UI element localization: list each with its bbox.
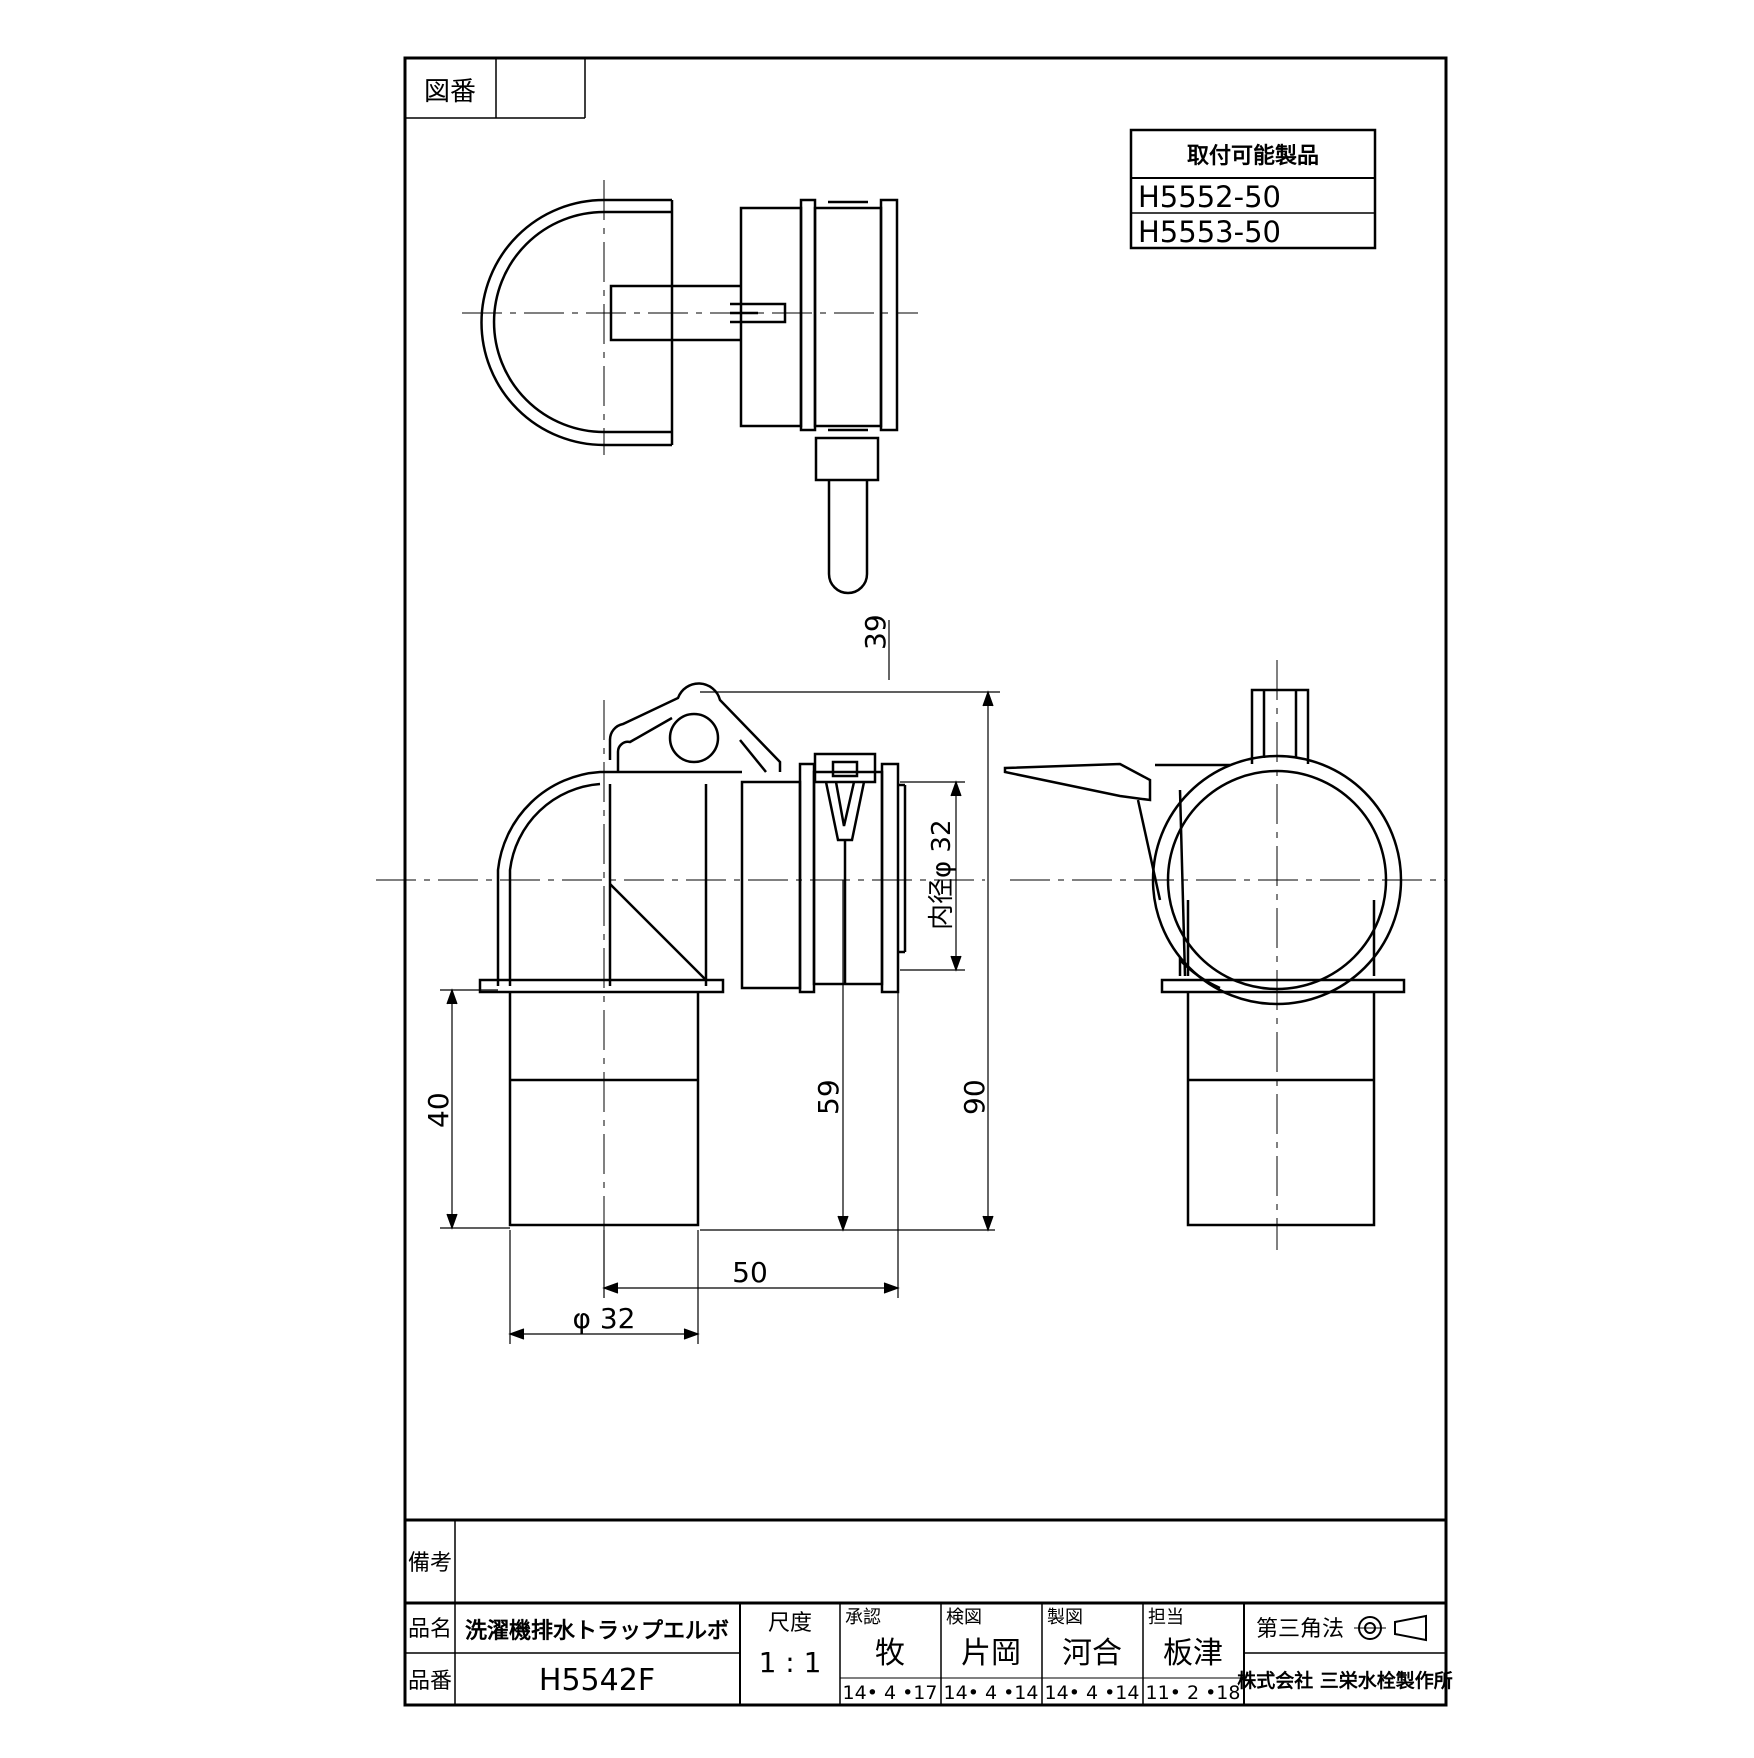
- projection-label: 第三角法: [1256, 1617, 1344, 1642]
- sheet-border: [403, 56, 1448, 1707]
- inspection-date: 14• 4 •14: [944, 1682, 1039, 1704]
- product-number-label: 品番: [408, 1669, 452, 1694]
- drawing-number-label: 図番: [424, 77, 476, 107]
- side-view: [1003, 660, 1445, 1250]
- approval-name: 牧: [875, 1636, 905, 1671]
- drawing-number-box: 図番: [405, 58, 586, 119]
- dimension-lines: [440, 620, 1000, 1344]
- compatible-products-table: 取付可能製品 H5552-50 H5553-50: [1129, 128, 1377, 250]
- top-view: [462, 180, 918, 595]
- dim-phi-32: φ 32: [573, 1302, 636, 1335]
- dim-39: 39: [859, 614, 892, 650]
- product-number: H5542F: [539, 1663, 655, 1698]
- responsible-label: 担当: [1148, 1607, 1184, 1628]
- dim-50: 50: [732, 1256, 768, 1289]
- drafting-name: 河合: [1062, 1636, 1122, 1671]
- inspection-name: 片岡: [961, 1636, 1021, 1671]
- title-block: [405, 1518, 1446, 1705]
- product-name-label: 品名: [408, 1617, 452, 1642]
- approval-date: 14• 4 •17: [843, 1682, 938, 1704]
- compatible-product-1: H5552-50: [1138, 180, 1281, 214]
- responsible-date: 11• 2 •18: [1146, 1682, 1241, 1704]
- compatible-products-header: 取付可能製品: [1187, 143, 1319, 169]
- scale-label: 尺度: [768, 1611, 812, 1636]
- product-name: 洗濯機排水トラップエルボ: [465, 1619, 729, 1644]
- approval-label: 承認: [845, 1607, 881, 1628]
- dim-40: 40: [422, 1092, 455, 1128]
- remarks-label: 備考: [408, 1551, 452, 1576]
- compatible-product-2: H5553-50: [1138, 215, 1281, 249]
- company-name: 株式会社 三栄水栓製作所: [1237, 1669, 1453, 1692]
- responsible-name: 板津: [1163, 1636, 1223, 1671]
- dim-59: 59: [812, 1079, 845, 1115]
- dim-90: 90: [958, 1079, 991, 1115]
- dim-inner-diameter: 内径φ 32: [927, 819, 957, 930]
- drafting-date: 14• 4 •14: [1045, 1682, 1140, 1704]
- third-angle-projection-icon: [1354, 1614, 1427, 1642]
- scale-value: 1 : 1: [759, 1646, 822, 1679]
- front-view: [376, 682, 985, 1295]
- drafting-label: 製図: [1047, 1607, 1083, 1628]
- inspection-label: 検図: [946, 1607, 982, 1628]
